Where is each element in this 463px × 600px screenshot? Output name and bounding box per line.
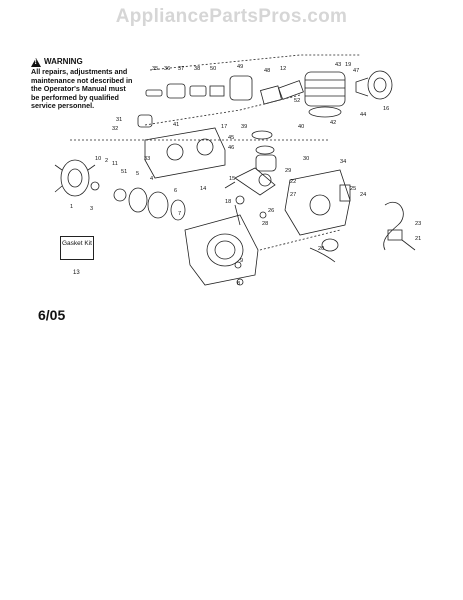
part-label: 44 [360, 112, 366, 118]
part-label: 22 [290, 179, 296, 185]
part-label: 29 [285, 168, 291, 174]
part-label: 17 [221, 124, 227, 130]
part-label: 50 [210, 66, 216, 72]
gasket-kit-box: Gasket Kit [60, 236, 94, 260]
part-label: 4 [150, 176, 153, 182]
part-label: 9 [240, 258, 243, 264]
part-shape [145, 89, 163, 97]
part-label: 40 [298, 124, 304, 130]
part-number-labels: 35 36 37 38 50 49 48 12 43 19 47 16 44 4… [70, 62, 421, 287]
part-label: 52 [294, 98, 300, 104]
part-label: 1 [70, 204, 73, 210]
part-label: 31 [116, 117, 122, 123]
part-label: 15 [229, 176, 235, 182]
part-label: 6 [174, 188, 177, 194]
part-label: 11 [112, 161, 118, 167]
part-label: 43 [335, 62, 341, 68]
part-label: 25 [350, 186, 356, 192]
warning-triangle-icon [31, 58, 41, 68]
part-label: 33 [144, 156, 150, 162]
part-label: 23 [415, 221, 421, 227]
part-label: 12 [280, 66, 286, 72]
part-label: 38 [194, 66, 200, 72]
part-label: 36 [164, 66, 170, 72]
part-label: 27 [290, 192, 296, 198]
part-label: 26 [268, 208, 274, 214]
part-label: 5 [136, 171, 139, 177]
gasket-kit-number: 13 [73, 270, 80, 276]
warning-text: All repairs, adjustments and maintenance… [31, 67, 133, 111]
warning-box: WARNING All repairs, adjustments and mai… [31, 58, 136, 111]
part-label: 42 [330, 120, 336, 126]
part-label: 20 [318, 246, 324, 252]
watermark: AppliancePartsPros.com [115, 6, 348, 27]
part-label: 48 [264, 68, 270, 74]
part-label: 24 [360, 192, 366, 198]
date-code: 6/05 [38, 307, 66, 323]
part-label: 16 [383, 106, 389, 112]
part-label: 30 [303, 156, 309, 162]
part-label: 14 [200, 186, 206, 192]
part-label: 51 [121, 169, 127, 175]
part-label: 35 [152, 66, 158, 72]
part-label: 32 [112, 126, 118, 132]
warning-header: WARNING [31, 57, 136, 68]
part-label: 34 [340, 159, 346, 165]
part-label: 2 [105, 158, 108, 164]
part-label: 21 [415, 236, 421, 242]
part-label: 8 [237, 281, 240, 287]
part-label: 47 [353, 68, 359, 74]
warning-title: WARNING [44, 57, 83, 67]
part-label: 49 [237, 64, 243, 70]
part-label: 28 [262, 221, 268, 227]
part-label: 45 [228, 135, 234, 141]
part-label: 18 [225, 199, 231, 205]
part-label: 10 [95, 156, 101, 162]
part-label: 46 [228, 145, 234, 151]
part-label: 41 [173, 122, 179, 128]
part-label: 39 [241, 124, 247, 130]
part-label: 3 [90, 206, 93, 212]
part-label: 37 [178, 66, 184, 72]
part-label: 19 [345, 62, 351, 68]
part-label: 7 [178, 211, 181, 217]
